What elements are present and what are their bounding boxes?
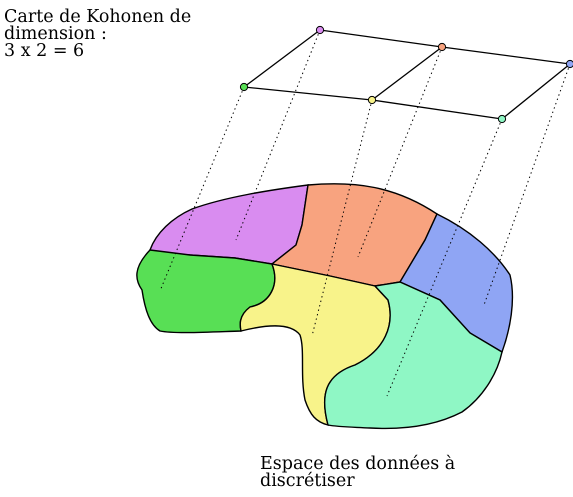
projection-line-yellow	[311, 99, 373, 337]
grid-edge	[371, 46, 443, 101]
projection-line-blue	[483, 63, 571, 306]
region-mint	[323, 281, 503, 430]
node-yellow	[367, 95, 377, 105]
projection-line-orange	[357, 46, 443, 258]
node-blue	[565, 59, 573, 69]
grid-edge	[371, 99, 503, 120]
node-mint	[497, 114, 507, 124]
map-label-line2: dimension :	[4, 24, 107, 44]
node-purple	[315, 25, 325, 35]
grid-edge	[441, 46, 571, 65]
node-orange	[437, 42, 447, 52]
grid-edge	[243, 29, 321, 88]
kohonen-nodes	[239, 25, 573, 124]
space-label-line1: Espace des données à	[260, 454, 456, 474]
map-label-line1: Carte de Kohonen de	[4, 7, 192, 27]
kohonen-grid	[243, 29, 571, 120]
region-purple	[149, 184, 309, 265]
data-space	[136, 183, 514, 430]
grid-edge	[501, 63, 571, 120]
map-label-line3: 3 x 2 = 6	[4, 41, 85, 61]
projection-line-purple	[235, 29, 321, 241]
grid-edge	[243, 86, 373, 101]
projection-lines	[159, 29, 571, 397]
grid-edge	[319, 29, 443, 48]
node-green	[239, 82, 249, 92]
space-label-line2: discrétiser	[260, 471, 355, 491]
